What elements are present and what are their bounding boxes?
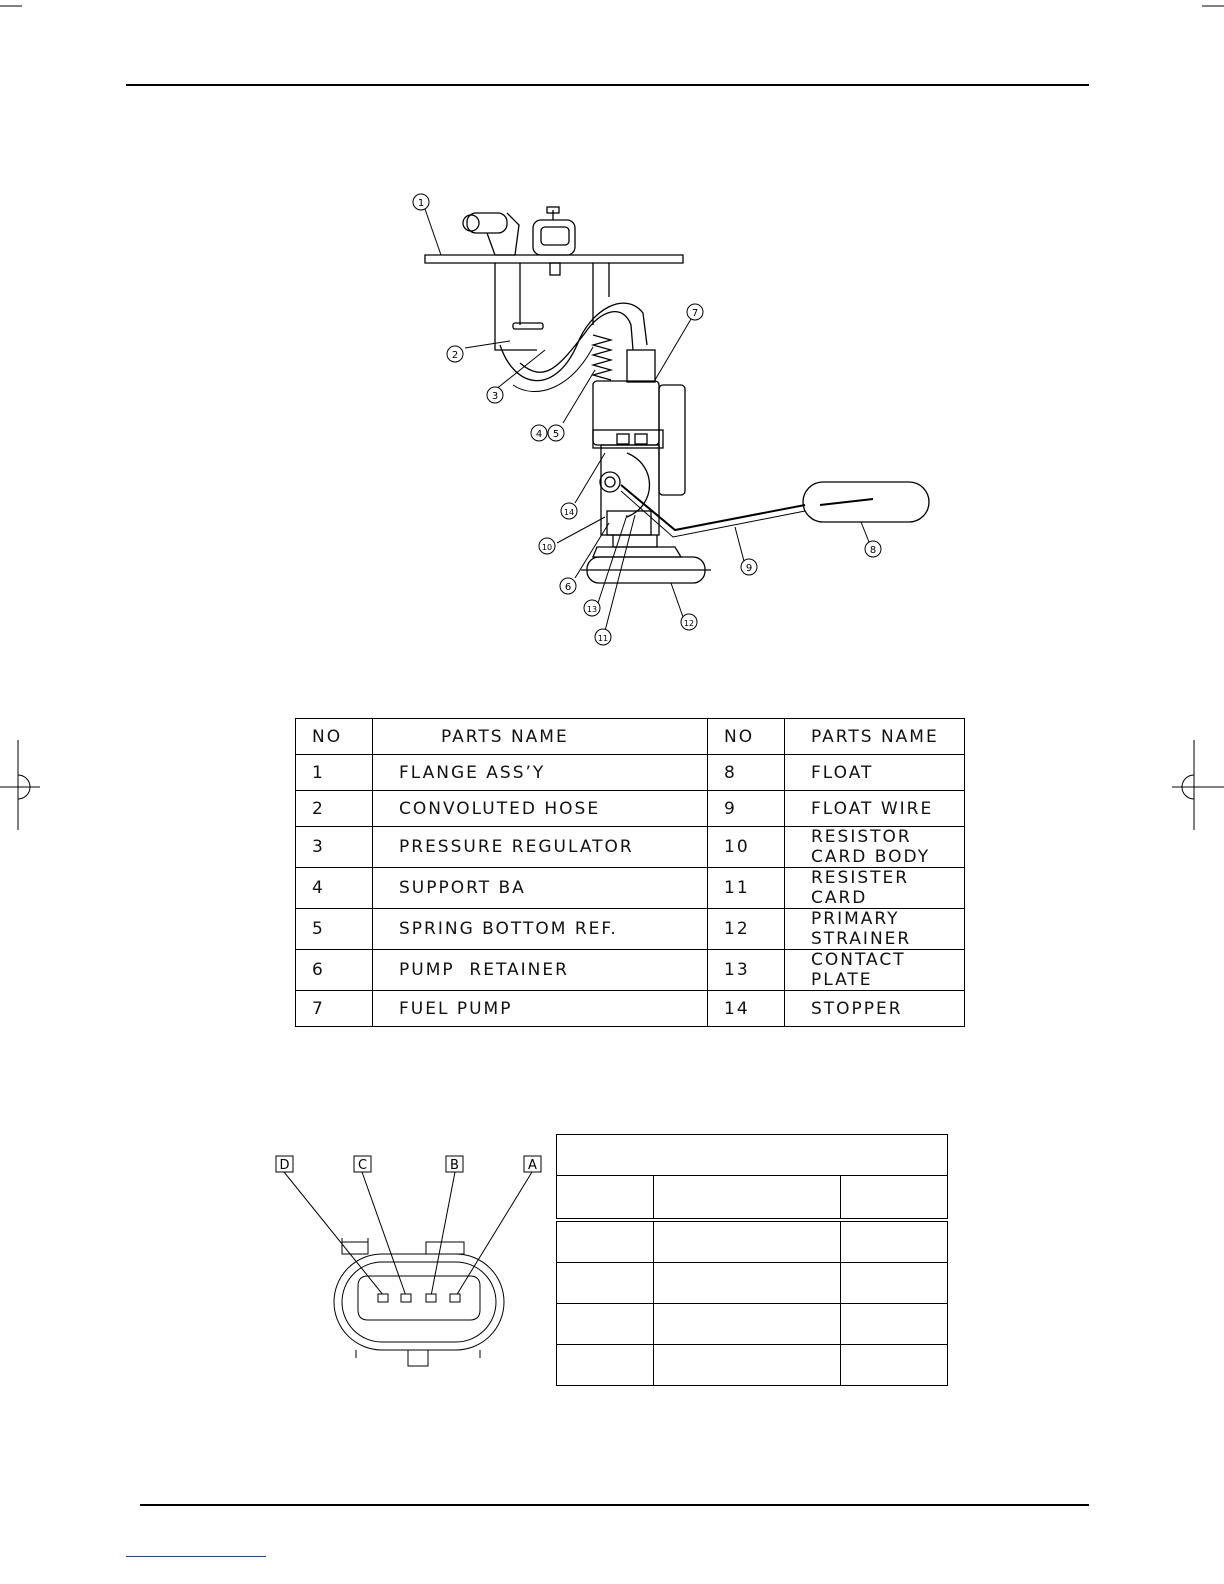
callout-1: 1 bbox=[418, 198, 424, 209]
table-row bbox=[556, 1219, 948, 1263]
callout-11: 11 bbox=[598, 634, 608, 643]
pin-table-cell bbox=[556, 1175, 654, 1222]
pin-table-cell bbox=[653, 1219, 841, 1263]
callout-7: 7 bbox=[692, 308, 698, 319]
table-row: 6 PUMP RETAINER 13 CONTACT PLATE bbox=[295, 949, 965, 991]
part-name: FLOAT bbox=[784, 754, 965, 791]
callout-4: 4 bbox=[536, 429, 542, 440]
part-no: 11 bbox=[707, 867, 785, 909]
header-rule bbox=[126, 84, 1089, 86]
table-row: 5 SPRING BOTTOM REF. 12 PRIMARY STRAINER bbox=[295, 908, 965, 950]
part-name: CONVOLUTED HOSE bbox=[372, 790, 708, 827]
part-no: 12 bbox=[707, 908, 785, 950]
pin-table-header-row bbox=[556, 1175, 948, 1222]
part-no: 7 bbox=[295, 990, 373, 1027]
header-no-1: NO bbox=[295, 718, 373, 755]
part-name: SUPPORT BA bbox=[372, 867, 708, 909]
part-name: SPRING BOTTOM REF. bbox=[372, 908, 708, 950]
pin-table-cell bbox=[653, 1303, 841, 1345]
parts-list-table: NO PARTS NAME NO PARTS NAME 1 FLANGE ASS… bbox=[295, 718, 965, 1027]
table-row: 1 FLANGE ASS’Y 8 FLOAT bbox=[295, 754, 965, 791]
part-no: 8 bbox=[707, 754, 785, 791]
pin-table-cell bbox=[556, 1344, 654, 1386]
part-name: PUMP RETAINER bbox=[372, 949, 708, 991]
pin-table-cell bbox=[556, 1303, 654, 1345]
callout-5: 5 bbox=[553, 429, 559, 440]
pin-table-cell bbox=[653, 1262, 841, 1304]
part-no: 4 bbox=[295, 867, 373, 909]
part-name: RESISTOR CARD BODY bbox=[784, 826, 965, 868]
callout-3: 3 bbox=[492, 391, 498, 402]
table-row: 4 SUPPORT BA 11 RESISTER CARD bbox=[295, 867, 965, 909]
callout-8: 8 bbox=[870, 545, 876, 556]
pin-table-cell bbox=[556, 1262, 654, 1304]
part-no: 1 bbox=[295, 754, 373, 791]
pin-table-title-cell bbox=[556, 1134, 948, 1176]
fuel-pump-assembly-diagram: 1 2 3 4 5 7 14 10 6 13 11 12 9 8 bbox=[412, 193, 930, 646]
footer-link-underline[interactable] bbox=[126, 1556, 266, 1557]
part-no: 9 bbox=[707, 790, 785, 827]
pin-table-cell bbox=[840, 1303, 948, 1345]
pin-label-b: B bbox=[450, 1158, 459, 1173]
part-name: PRIMARY STRAINER bbox=[784, 908, 965, 950]
connector-pinout-diagram: D C B A bbox=[275, 1155, 542, 1367]
pin-table-cell bbox=[556, 1219, 654, 1263]
part-name: CONTACT PLATE bbox=[784, 949, 965, 991]
part-no: 14 bbox=[707, 990, 785, 1027]
header-parts-name-1: PARTS NAME bbox=[372, 718, 708, 755]
table-row bbox=[556, 1344, 948, 1386]
callout-9: 9 bbox=[746, 563, 752, 574]
pin-label-a: A bbox=[528, 1158, 537, 1173]
callout-10: 10 bbox=[542, 543, 552, 552]
pin-table-cell bbox=[653, 1175, 841, 1222]
table-row bbox=[556, 1303, 948, 1345]
header-parts-name-2: PARTS NAME bbox=[784, 718, 965, 755]
connector-pin-table bbox=[556, 1134, 948, 1386]
table-row: 7 FUEL PUMP 14 STOPPER bbox=[295, 990, 965, 1027]
table-row: 3 PRESSURE REGULATOR 10 RESISTOR CARD BO… bbox=[295, 826, 965, 868]
part-name: FLOAT WIRE bbox=[784, 790, 965, 827]
pin-table-cell bbox=[653, 1344, 841, 1386]
callout-12: 12 bbox=[684, 619, 694, 628]
callout-14: 14 bbox=[564, 508, 574, 517]
part-no: 13 bbox=[707, 949, 785, 991]
callout-2: 2 bbox=[452, 350, 458, 361]
part-no: 10 bbox=[707, 826, 785, 868]
part-name: STOPPER bbox=[784, 990, 965, 1027]
footer-rule bbox=[140, 1504, 1089, 1506]
part-no: 3 bbox=[295, 826, 373, 868]
pin-label-c: C bbox=[358, 1158, 367, 1173]
table-row: 2 CONVOLUTED HOSE 9 FLOAT WIRE bbox=[295, 790, 965, 827]
part-name: FLANGE ASS’Y bbox=[372, 754, 708, 791]
part-name: FUEL PUMP bbox=[372, 990, 708, 1027]
callout-13: 13 bbox=[587, 605, 597, 614]
part-name: RESISTER CARD bbox=[784, 867, 965, 909]
pin-table-cell bbox=[840, 1344, 948, 1386]
pin-table-cell bbox=[840, 1262, 948, 1304]
part-name: PRESSURE REGULATOR bbox=[372, 826, 708, 868]
part-no: 6 bbox=[295, 949, 373, 991]
header-no-2: NO bbox=[707, 718, 785, 755]
part-no: 2 bbox=[295, 790, 373, 827]
table-row bbox=[556, 1262, 948, 1304]
pin-table-cell bbox=[840, 1219, 948, 1263]
pin-table-cell bbox=[840, 1175, 948, 1222]
part-no: 5 bbox=[295, 908, 373, 950]
callout-6: 6 bbox=[565, 582, 571, 593]
pin-table-title-row bbox=[556, 1134, 948, 1176]
table-header-row: NO PARTS NAME NO PARTS NAME bbox=[295, 718, 965, 755]
pin-label-d: D bbox=[279, 1158, 289, 1173]
